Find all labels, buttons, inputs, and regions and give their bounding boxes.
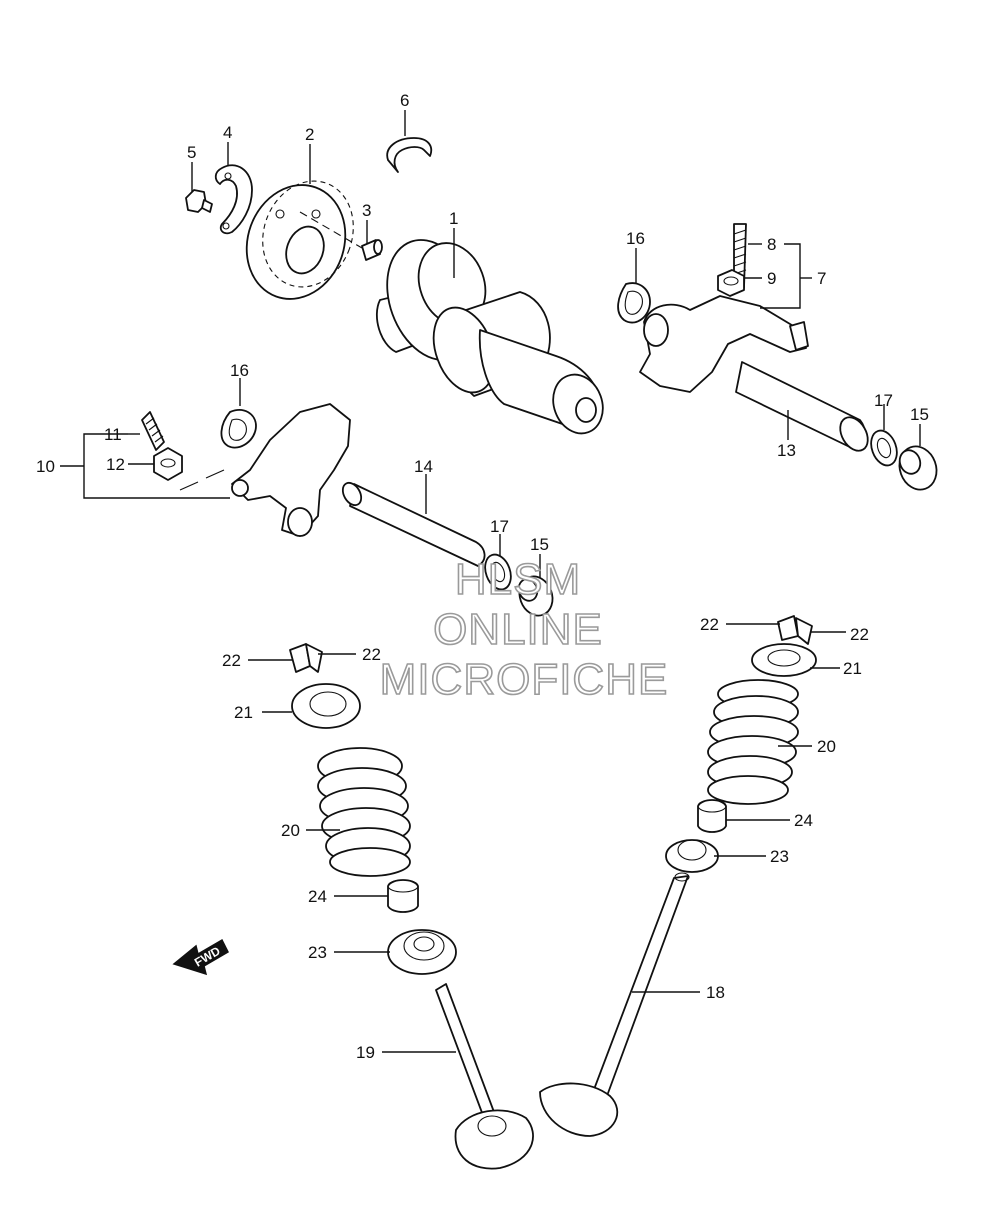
part-23-spring-seat-right xyxy=(665,839,719,873)
part-15-cap-lower xyxy=(517,575,554,617)
callout-2: 2 xyxy=(305,125,314,144)
callout-15-lower: 15 xyxy=(530,535,549,554)
part-2-cam-sprocket xyxy=(245,180,354,300)
part-9-nut xyxy=(717,269,745,297)
part-1-camshaft xyxy=(376,239,604,435)
part-13-rocker-shaft xyxy=(735,361,869,452)
callout-8: 8 xyxy=(767,235,776,254)
part-3-dowel-pin xyxy=(299,211,383,261)
part-6-clip xyxy=(386,137,433,173)
callout-17-upper: 17 xyxy=(874,391,893,410)
callout-16-upper: 16 xyxy=(626,229,645,248)
part-15-cap-upper xyxy=(898,445,938,491)
callout-21-right: 21 xyxy=(843,659,862,678)
watermark-line-2: ONLINE xyxy=(433,605,603,654)
callout-15-upper: 15 xyxy=(910,405,929,424)
callout-5: 5 xyxy=(187,143,196,162)
part-20-valve-spring-right xyxy=(707,679,799,805)
part-5-bolt xyxy=(185,189,213,213)
part-12-nut xyxy=(153,447,183,481)
callout-13: 13 xyxy=(777,441,796,460)
part-14-rocker-shaft xyxy=(341,481,486,567)
part-10-rocker-arm xyxy=(179,403,351,537)
callout-23-left: 23 xyxy=(308,943,327,962)
part-19-valve xyxy=(435,983,534,1170)
leader-lines xyxy=(60,110,921,1053)
watermark-line-3: MICROFICHE xyxy=(380,655,669,704)
callout-20-right: 20 xyxy=(817,737,836,756)
fwd-arrow-icon: FWD xyxy=(172,938,229,976)
part-11-adjust-screw xyxy=(141,411,165,451)
callout-9: 9 xyxy=(767,269,776,288)
part-16-o-ring-left xyxy=(220,409,257,449)
callout-21-left: 21 xyxy=(234,703,253,722)
callout-22-right-a: 22 xyxy=(700,615,719,634)
callout-11: 11 xyxy=(104,425,122,444)
callout-17-lower: 17 xyxy=(490,517,509,536)
part-22-cotters-right xyxy=(777,615,813,645)
part-4-lock-plate xyxy=(214,164,253,235)
callout-20-left: 20 xyxy=(281,821,300,840)
callout-3: 3 xyxy=(362,201,371,220)
part-21-retainer-right xyxy=(751,643,817,677)
part-16-o-ring-upper xyxy=(617,282,651,324)
callout-23-right: 23 xyxy=(770,847,789,866)
part-24-oil-seal-right xyxy=(697,799,727,833)
callout-22-left-a: 22 xyxy=(222,651,241,670)
callout-24-left: 24 xyxy=(308,887,327,906)
callout-22-right-b: 22 xyxy=(850,625,869,644)
callout-6: 6 xyxy=(400,91,409,110)
callout-19: 19 xyxy=(356,1043,375,1062)
callout-22-left-b: 22 xyxy=(362,645,381,664)
part-20-valve-spring-left xyxy=(317,747,411,877)
watermark: HLSM ONLINE MICROFICHE xyxy=(379,554,669,705)
part-23-spring-seat-left xyxy=(387,929,457,975)
callout-7: 7 xyxy=(817,269,826,288)
callout-14: 14 xyxy=(414,457,433,476)
callout-18: 18 xyxy=(706,983,725,1002)
callout-labels: 1 2 3 4 5 6 7 8 9 10 11 12 13 14 15 15 1… xyxy=(36,91,929,1062)
callout-1: 1 xyxy=(449,209,458,228)
part-22-cotters-left xyxy=(289,643,323,673)
watermark-line-1: HLSM xyxy=(455,555,581,604)
part-17-washer-lower xyxy=(484,553,512,591)
callout-4: 4 xyxy=(223,123,232,142)
callout-10: 10 xyxy=(36,457,55,476)
part-7-rocker-arm xyxy=(639,295,809,393)
part-24-oil-seal-left xyxy=(387,879,419,913)
callout-12: 12 xyxy=(106,455,125,474)
part-18-valve xyxy=(539,872,690,1137)
callout-16-left: 16 xyxy=(230,361,249,380)
callout-24-right: 24 xyxy=(794,811,813,830)
part-21-retainer-left xyxy=(291,683,361,729)
part-17-washer-upper xyxy=(870,429,898,467)
